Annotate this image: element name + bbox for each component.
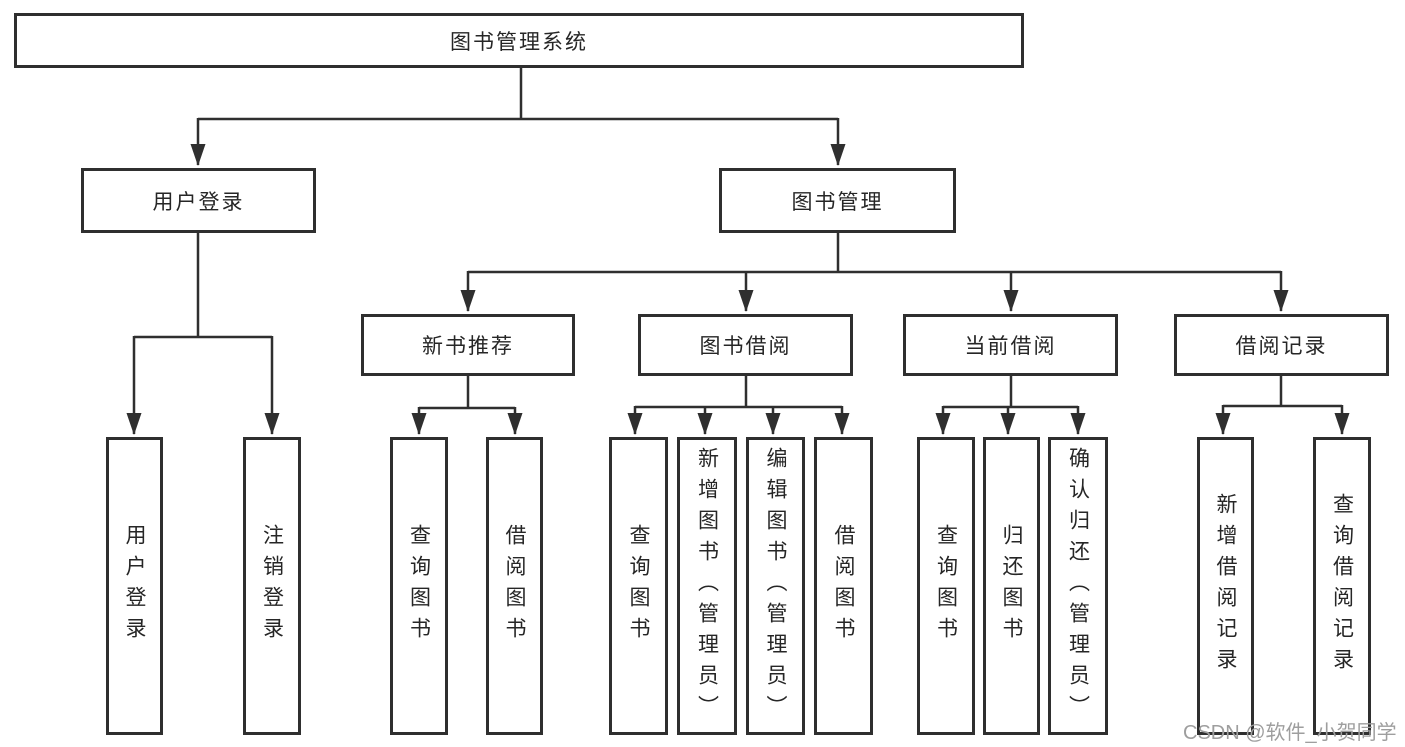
leaf-return-books: 归还图书 — [983, 437, 1040, 735]
leaf-user-login-label: 用户登录 — [123, 524, 146, 648]
leaf-query-borrow-record: 查询借阅记录 — [1313, 437, 1371, 735]
leaf-return-books-label: 归还图书 — [1000, 524, 1023, 648]
node-new-book-recommend-label: 新书推荐 — [422, 335, 514, 358]
node-borrow-records-label: 借阅记录 — [1235, 335, 1328, 358]
leaf-borrow-books-recommend-label: 借阅图书 — [503, 524, 526, 648]
leaf-add-book-admin-label: 新增图书（管理员） — [695, 446, 719, 726]
leaf-query-books-recommend: 查询图书 — [390, 437, 448, 735]
book-borrowing-connectors — [627, 375, 850, 435]
leaf-query-books-recommend-label: 查询图书 — [407, 524, 431, 648]
leaf-add-borrow-record: 新增借阅记录 — [1197, 437, 1254, 735]
current-borrowing-connectors — [935, 375, 1086, 435]
node-current-borrowing: 当前借阅 — [903, 314, 1118, 376]
node-book-management: 图书管理 — [719, 168, 956, 233]
leaf-user-login: 用户登录 — [106, 437, 163, 735]
csdn-watermark: CSDN @软件_小贺同学 — [1183, 722, 1397, 744]
root-to-level2-connectors — [190, 67, 846, 166]
node-root-label: 图书管理系统 — [450, 30, 588, 54]
leaf-borrow-books-recommend: 借阅图书 — [486, 437, 543, 735]
node-new-book-recommend: 新书推荐 — [361, 314, 575, 376]
new-book-recommend-connectors — [411, 375, 523, 435]
leaf-query-books-borrowing-label: 查询图书 — [627, 524, 650, 648]
leaf-confirm-return-admin: 确认归还（管理员） — [1048, 437, 1108, 735]
node-book-management-label: 图书管理 — [791, 190, 884, 214]
borrow-records-connectors — [1215, 375, 1350, 435]
leaf-borrow-books-borrowing-label: 借阅图书 — [832, 524, 855, 648]
node-user-login: 用户登录 — [81, 168, 316, 233]
leaf-query-borrow-record-label: 查询借阅记录 — [1330, 493, 1354, 679]
leaf-logout-label: 注销登录 — [260, 524, 284, 648]
node-current-borrowing-label: 当前借阅 — [964, 335, 1057, 358]
node-root: 图书管理系统 — [14, 13, 1024, 68]
leaf-query-books-borrowing: 查询图书 — [609, 437, 668, 735]
leaf-confirm-return-admin-label: 确认归还（管理员） — [1066, 446, 1090, 726]
node-book-borrowing: 图书借阅 — [638, 314, 853, 376]
leaf-add-borrow-record-label: 新增借阅记录 — [1214, 493, 1237, 679]
node-user-login-label: 用户登录 — [152, 190, 245, 214]
node-borrow-records: 借阅记录 — [1174, 314, 1389, 376]
leaf-edit-book-admin: 编辑图书（管理员） — [746, 437, 805, 735]
leaf-query-books-current-label: 查询图书 — [934, 524, 958, 648]
book-management-connectors — [460, 232, 1289, 312]
leaf-query-books-current: 查询图书 — [917, 437, 975, 735]
leaf-borrow-books-borrowing: 借阅图书 — [814, 437, 873, 735]
leaf-logout: 注销登录 — [243, 437, 301, 735]
user-login-connectors — [126, 232, 280, 435]
leaf-add-book-admin: 新增图书（管理员） — [677, 437, 737, 735]
leaf-edit-book-admin-label: 编辑图书（管理员） — [764, 446, 787, 726]
node-book-borrowing-label: 图书借阅 — [699, 335, 792, 358]
